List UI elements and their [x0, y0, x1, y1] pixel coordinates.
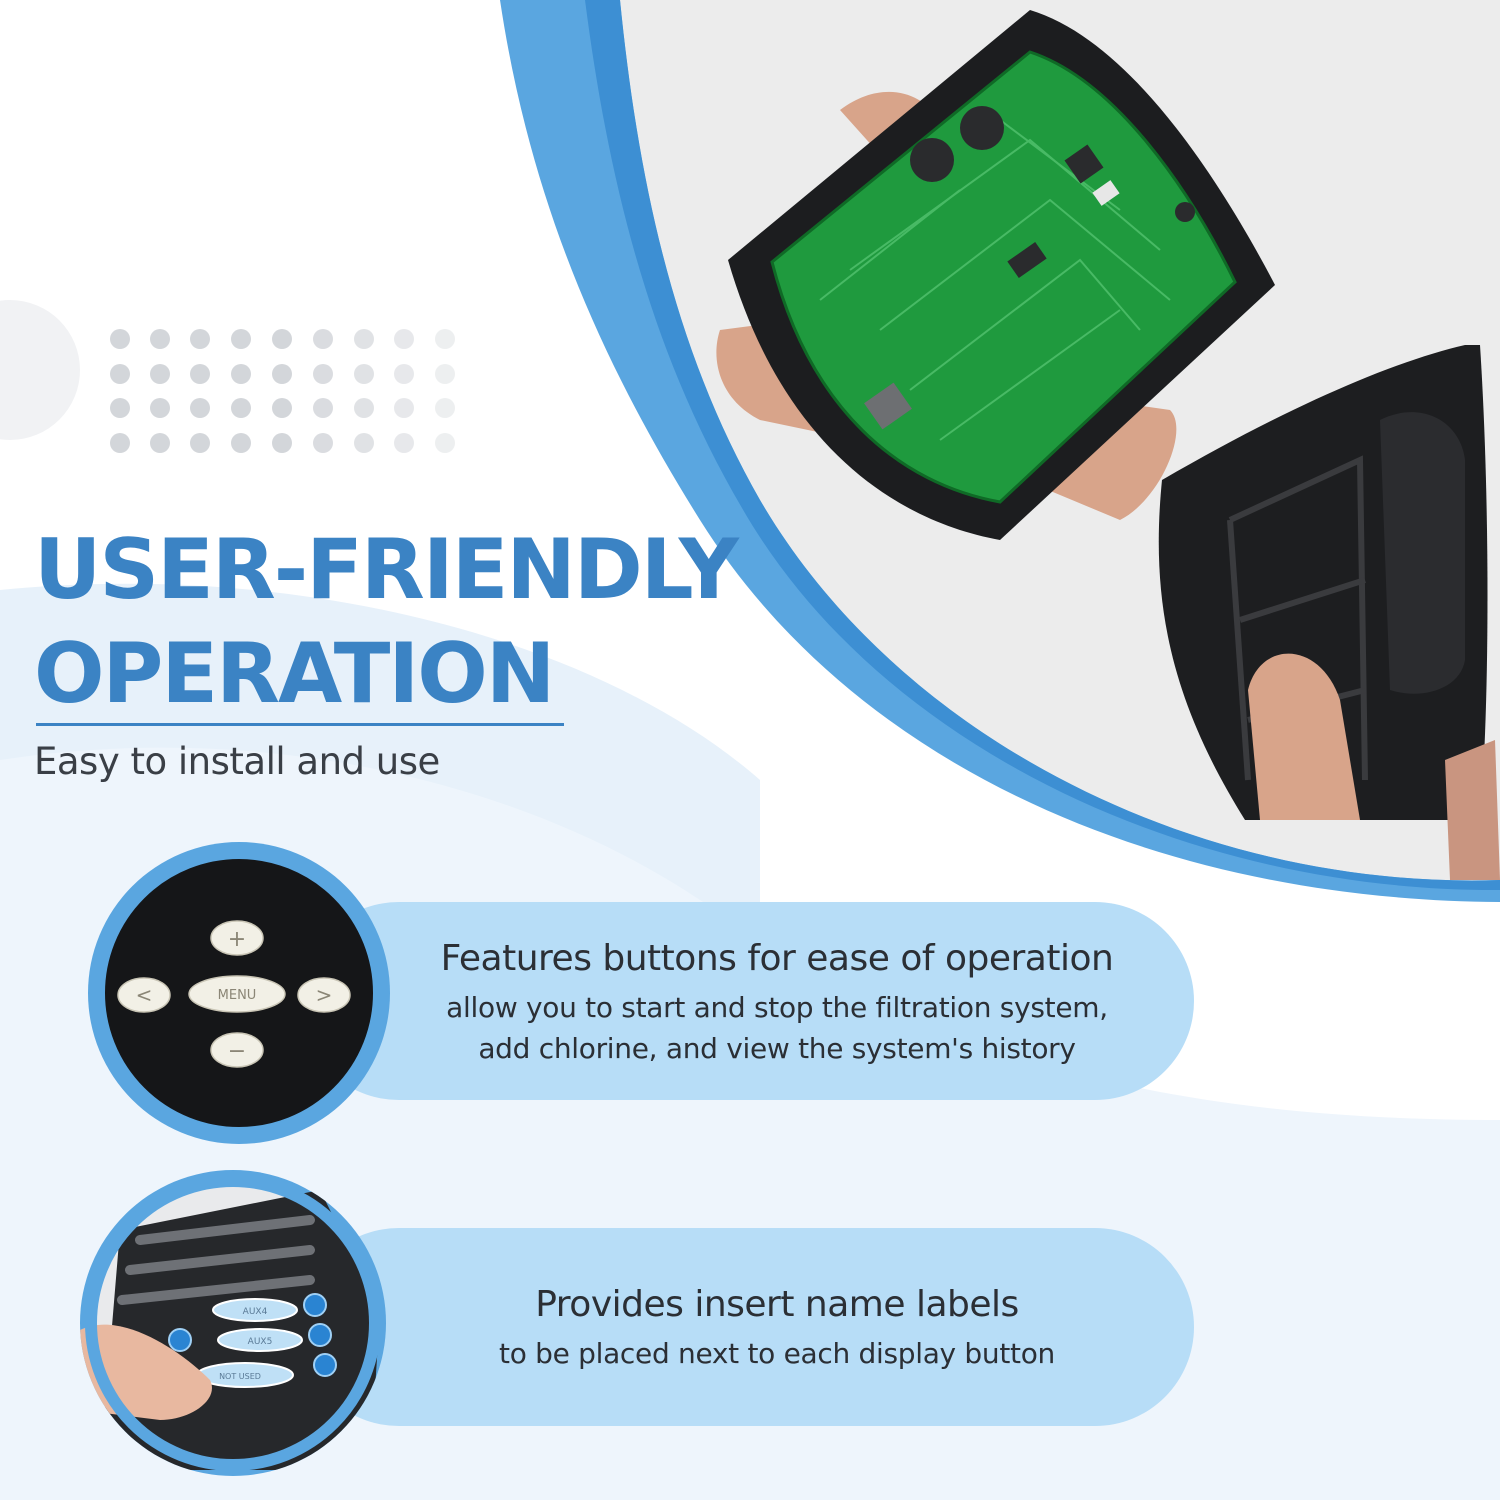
dot-grid — [110, 329, 455, 453]
keypad-down: − — [228, 1039, 246, 1064]
headline-line-2: OPERATION — [34, 625, 555, 722]
label-not-used: NOT USED — [219, 1372, 261, 1381]
circuit-board-photo — [716, 10, 1500, 880]
name-labels-icon: AUX4 AUX5 NOT USED — [80, 1170, 386, 1476]
feature-description-line: add chlorine, and view the system's hist… — [478, 1031, 1076, 1065]
headline-line-1: USER-FRIENDLY — [34, 521, 739, 618]
subtitle: Easy to install and use — [34, 740, 440, 783]
feature-card-buttons: Features buttons for ease of operation a… — [300, 902, 1194, 1100]
feature-card-labels: Provides insert name labels to be placed… — [300, 1228, 1194, 1426]
feature-title: Provides insert name labels — [535, 1284, 1019, 1325]
headline-divider — [36, 723, 564, 726]
feature-description-line: to be placed next to each display button — [499, 1337, 1055, 1370]
feature-description-line: allow you to start and stop the filtrati… — [446, 990, 1108, 1024]
keypad-menu: MENU — [218, 988, 257, 1003]
label-aux5: AUX5 — [248, 1337, 273, 1347]
label-aux4: AUX4 — [243, 1307, 268, 1317]
control-buttons-icon: + − < > MENU — [88, 842, 390, 1144]
headline: USER-FRIENDLY OPERATION — [34, 518, 739, 726]
keypad-up: + — [228, 927, 246, 952]
keypad-left: < — [136, 983, 153, 1007]
feature-title: Features buttons for ease of operation — [440, 937, 1114, 979]
keypad-right: > — [316, 983, 333, 1007]
